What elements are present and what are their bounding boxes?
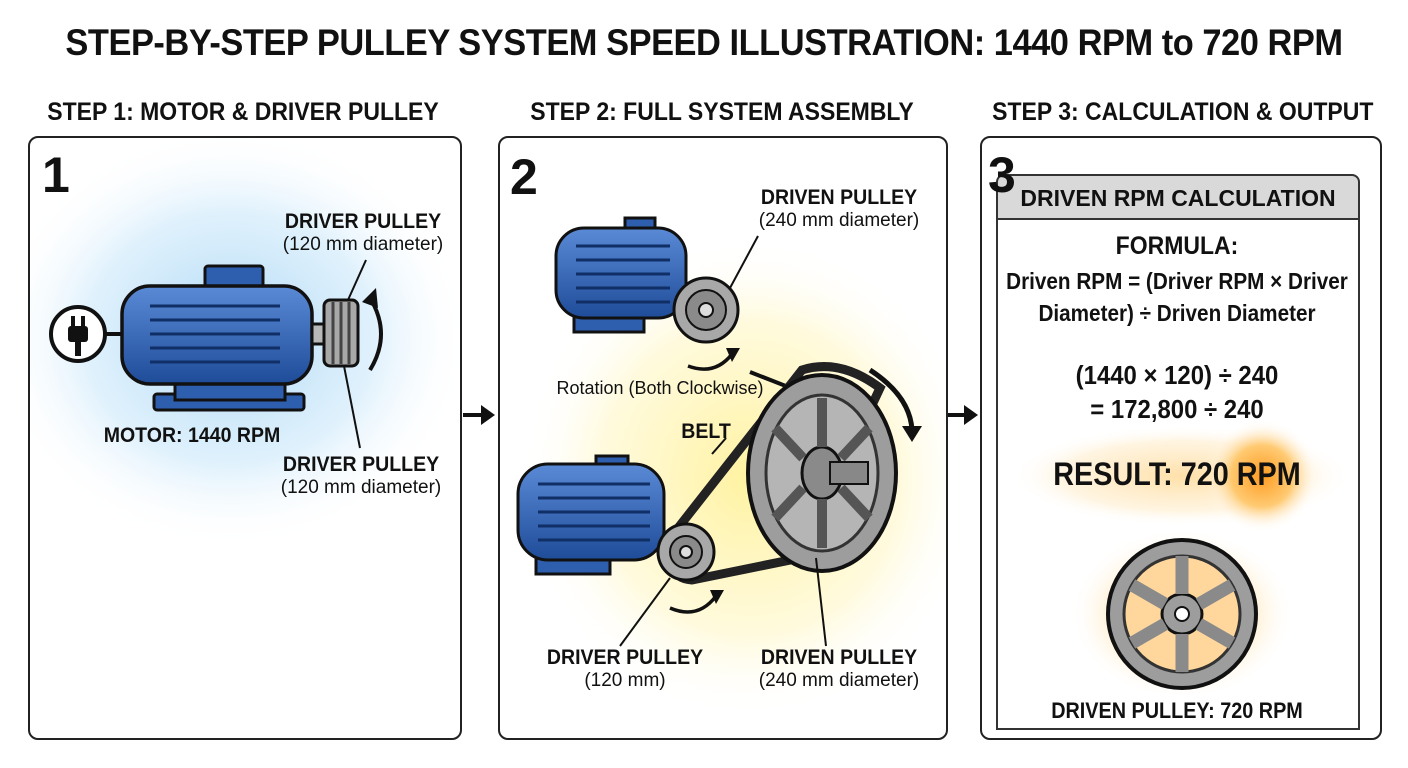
step1-heading: STEP 1: MOTOR & DRIVER PULLEY bbox=[47, 98, 439, 126]
driver-pulley-top-sub: (120 mm diameter) bbox=[282, 234, 444, 255]
driver-pulley-title: DRIVER PULLEY bbox=[546, 646, 704, 669]
rotation-arrow-icon bbox=[868, 367, 915, 431]
step2-heading: STEP 2: FULL SYSTEM ASSEMBLY bbox=[530, 98, 914, 126]
driver-pulley-icon bbox=[656, 522, 716, 582]
calc-box-title: DRIVEN RPM CALCULATION bbox=[996, 174, 1360, 220]
power-plug-icon bbox=[49, 305, 107, 363]
calc-box bbox=[996, 218, 1360, 730]
arrow-right-icon bbox=[463, 405, 495, 425]
motor-label: MOTOR: 1440 RPM bbox=[92, 424, 292, 448]
arrow-right-icon bbox=[946, 405, 978, 425]
step3-number: 3 bbox=[988, 147, 1016, 203]
driven-pulley-top-label: DRIVEN PULLEY (240 mm diameter) bbox=[734, 186, 944, 232]
result-text: RESULT: 720 RPM bbox=[1053, 456, 1301, 492]
driver-pulley-label: DRIVER PULLEY (120 mm) bbox=[530, 646, 720, 692]
step1-illustration bbox=[30, 138, 460, 548]
driver-pulley-bottom-title: DRIVER PULLEY bbox=[282, 453, 440, 476]
rotation-label: Rotation (Both Clockwise) bbox=[544, 378, 776, 399]
formula-line2: Diameter) ÷ Driven Diameter bbox=[1038, 300, 1316, 326]
belt-label: BELT bbox=[676, 420, 736, 444]
output-label: DRIVEN PULLEY: 720 RPM bbox=[1051, 698, 1303, 723]
rotation-label-text: Rotation (Both Clockwise) bbox=[556, 378, 764, 398]
driven-pulley-bottom-sub: (240 mm diameter) bbox=[758, 670, 920, 691]
step1-number: 1 bbox=[42, 147, 70, 203]
formula-label: FORMULA: bbox=[1115, 232, 1239, 260]
step2-illustration bbox=[516, 216, 946, 718]
belt-label-text: BELT bbox=[681, 420, 731, 443]
main-title: STEP-BY-STEP PULLEY SYSTEM SPEED ILLUSTR… bbox=[65, 22, 1343, 63]
step3-panel: DRIVEN RPM CALCULATION 3 bbox=[980, 136, 1382, 740]
step3-heading: STEP 3: CALCULATION & OUTPUT bbox=[992, 98, 1374, 126]
driven-pulley-bottom-label: DRIVEN PULLEY (240 mm diameter) bbox=[734, 646, 944, 692]
yellow-glow bbox=[520, 238, 946, 718]
top-motor-icon bbox=[554, 216, 688, 334]
bottom-motor-icon bbox=[516, 454, 666, 576]
curved-arrow-icon bbox=[687, 352, 734, 371]
motor-label-text: MOTOR: 1440 RPM bbox=[103, 424, 281, 447]
step1-panel: 1 DRIVER PULLEY (120 mm diameter) MOTOR:… bbox=[28, 136, 462, 740]
driven-pulley-bottom-title: DRIVEN PULLEY bbox=[760, 646, 918, 669]
driver-pulley-sub: (120 mm) bbox=[584, 670, 666, 691]
formula-line1: Driven RPM = (Driver RPM × Driver bbox=[1006, 268, 1348, 294]
motor-icon bbox=[120, 264, 336, 412]
calc-line2: = 172,800 ÷ 240 bbox=[1090, 394, 1264, 424]
driver-pulley-top-label: DRIVER PULLEY (120 mm diameter) bbox=[268, 210, 458, 256]
driven-pulley-top-sub: (240 mm diameter) bbox=[758, 210, 920, 231]
driven-pulley-icon bbox=[746, 373, 898, 573]
driver-pulley-icon bbox=[322, 298, 360, 368]
curved-arrow-icon bbox=[669, 594, 718, 614]
step2-number: 2 bbox=[510, 149, 538, 205]
driven-pulley-top-title: DRIVEN PULLEY bbox=[760, 186, 918, 209]
driver-pulley-bottom-label: DRIVER PULLEY (120 mm diameter) bbox=[266, 453, 456, 499]
driver-pulley-top-title: DRIVER PULLEY bbox=[284, 210, 442, 233]
calc-line1: (1440 × 120) ÷ 240 bbox=[1075, 360, 1279, 390]
driver-pulley-bottom-sub: (120 mm diameter) bbox=[280, 477, 442, 498]
step2-panel: 2 DRIVEN PULLEY (240 mm diameter) Rotati… bbox=[498, 136, 948, 740]
top-pulley-icon bbox=[672, 276, 740, 344]
